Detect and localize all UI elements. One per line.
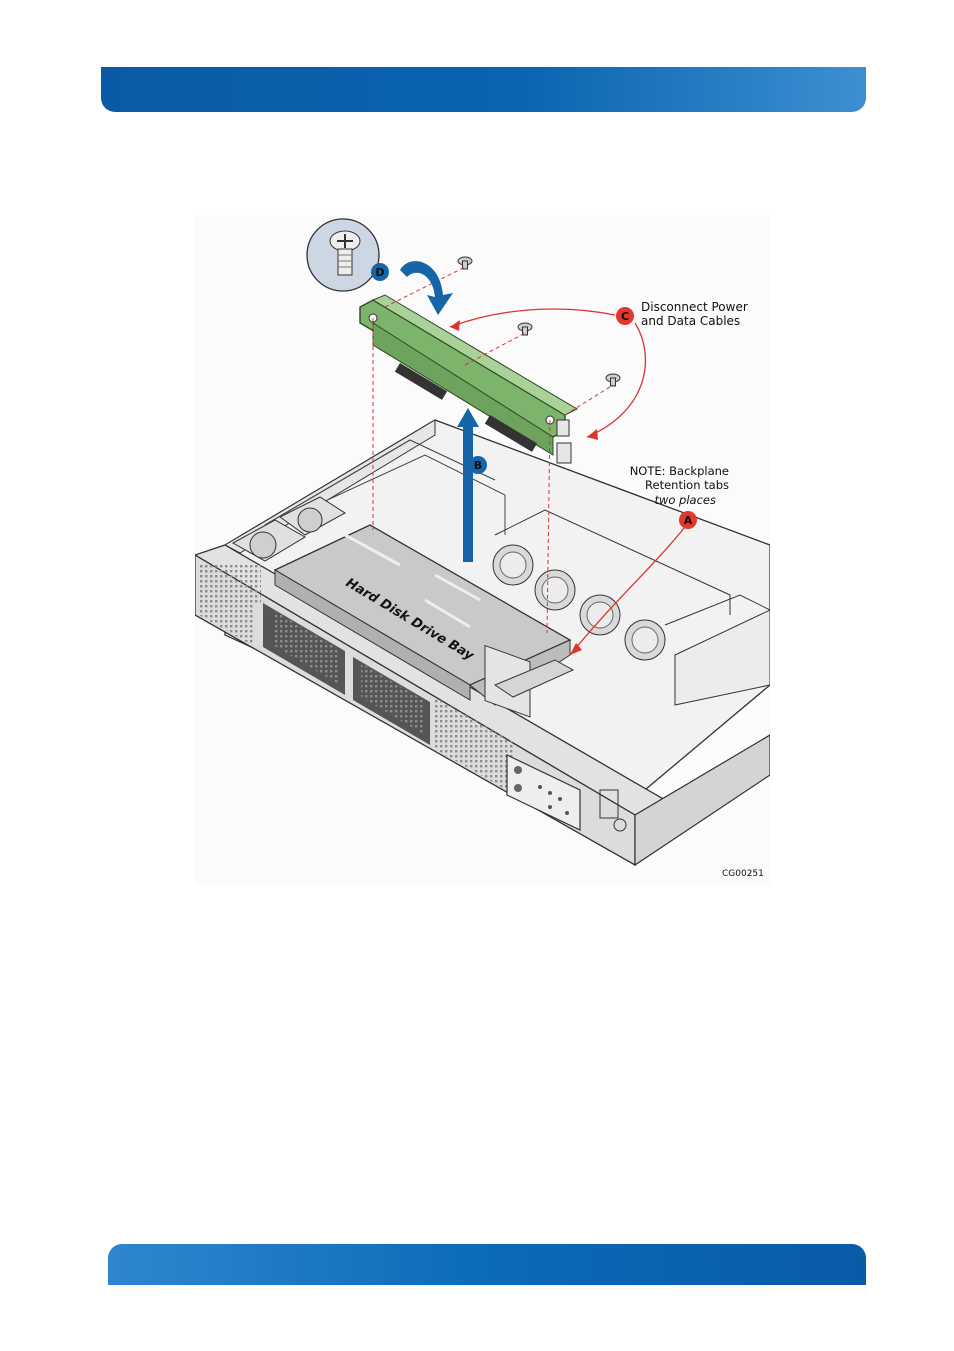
svg-text:D: D (375, 266, 384, 279)
header-bar (101, 67, 866, 112)
note-line2: Retention tabs (645, 478, 729, 492)
cable-arrows (449, 308, 686, 656)
screw-detail-inset (306, 218, 380, 292)
note-line1: NOTE: Backplane (630, 464, 729, 478)
backplane-board (359, 294, 579, 464)
lift-arrow (457, 408, 479, 562)
retention-tab (493, 659, 575, 698)
rear-fans (231, 496, 346, 562)
fan-bank (484, 509, 770, 718)
cables-label-line2: and Data Cables (641, 314, 740, 328)
callout-a: A (679, 511, 697, 529)
alignment-lines (372, 266, 614, 634)
svg-text:A: A (684, 514, 693, 527)
figure-id: CG00251 (722, 869, 764, 879)
footer-bar (108, 1244, 866, 1285)
backplane-removal-figure: Hard Disk Drive Bay (195, 215, 770, 885)
callout-c: C (616, 307, 634, 325)
cables-label-line1: Disconnect Power (641, 300, 748, 314)
svg-text:C: C (621, 310, 629, 323)
callout-b: B (469, 456, 487, 474)
screws (457, 256, 621, 387)
note-line3: two places (654, 493, 716, 507)
callout-d: D (371, 263, 389, 281)
svg-text:B: B (474, 459, 482, 472)
rotation-arrow (400, 261, 453, 315)
